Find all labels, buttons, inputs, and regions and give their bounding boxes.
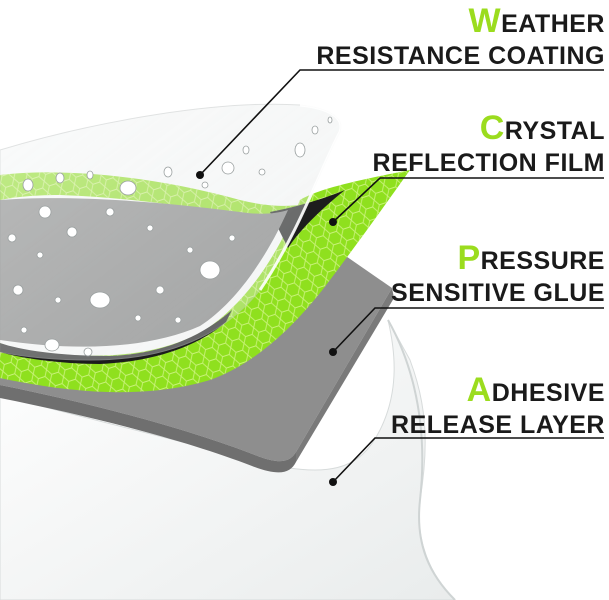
leader-dot-weather: [196, 171, 204, 179]
reflection-film-dark-edge: [0, 310, 232, 364]
label-word: RESSURE: [480, 247, 605, 275]
release-layer-edge: [387, 319, 456, 600]
leader-pressure: [332, 307, 604, 353]
label-line2: REFLECTION FILM: [372, 149, 605, 177]
label-initial: A: [466, 371, 492, 409]
water-droplets: [7, 116, 333, 357]
label-line2: RESISTANCE COATING: [316, 42, 605, 70]
leader-adhesive: [332, 437, 604, 483]
label-initial: P: [457, 239, 481, 277]
label-word: EATHER: [501, 10, 605, 38]
glue-layer-side: [0, 385, 296, 473]
label-pressure-sensitive-glue: PRESSURE SENSITIVE GLUE: [391, 241, 605, 306]
leader-weather: [199, 69, 604, 176]
leader-dot-pressure: [329, 348, 337, 356]
leader-crystal: [332, 177, 604, 223]
label-initial: W: [468, 2, 502, 40]
label-crystal-reflection-film: CRYSTAL REFLECTION FILM: [373, 111, 605, 176]
reflection-film-pattern: [0, 170, 410, 393]
glue-layer-edge: [296, 288, 394, 462]
leader-dot-adhesive: [329, 478, 337, 486]
leader-dots: [196, 171, 337, 486]
label-line2: SENSITIVE GLUE: [391, 279, 605, 307]
label-initial: C: [479, 109, 505, 147]
label-word: RYSTAL: [504, 117, 605, 145]
label-weather-resistance-coating: WEATHER RESISTANCE COATING: [316, 4, 605, 69]
leader-lines: [199, 69, 604, 483]
label-adhesive-release-layer: ADHESIVE RELEASE LAYER: [391, 373, 605, 438]
label-line2: RELEASE LAYER: [391, 411, 605, 439]
label-word: DHESIVE: [491, 379, 605, 407]
weather-coating-edge: [258, 103, 343, 291]
leader-dot-crystal: [329, 218, 337, 226]
